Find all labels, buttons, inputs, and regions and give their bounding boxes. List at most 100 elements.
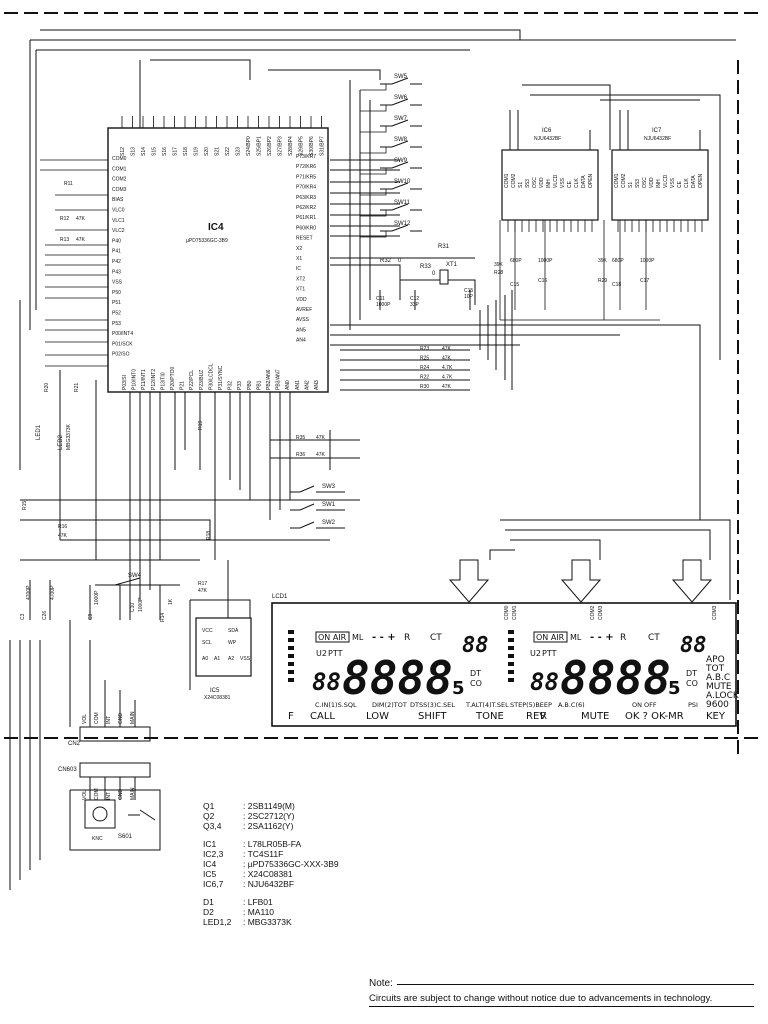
note-rule — [396, 984, 754, 985]
ic4-right-pin-label: P73/KR7 — [296, 154, 316, 160]
ic7-top-lead — [619, 110, 701, 150]
switch-lead — [360, 231, 387, 238]
switch-contact — [290, 503, 345, 511]
lcd1-panel: LCD1 ON AIR ML - - + R CT 88 U2 PTT 88 8… — [271, 594, 740, 727]
switch-label: SW2 — [322, 520, 336, 526]
ic4-top-pin-label: S22 — [225, 147, 231, 156]
ic5-pin-label: WP — [228, 640, 237, 646]
cn603-pin-label: GND — [118, 789, 124, 801]
resistor-ref: R24 — [420, 365, 429, 371]
ic4-bottom-pin-label: AN0 — [285, 380, 291, 390]
switch-label: SW3 — [322, 484, 336, 490]
ml-right: ML — [570, 633, 582, 642]
ic4-right-pin-label: RESET — [296, 236, 313, 242]
c16-val: 1000P — [538, 258, 553, 264]
ic6-pin-label: S1 — [518, 182, 524, 188]
c17-val: 1000P — [640, 258, 655, 264]
c3-ref: C3 — [20, 613, 26, 620]
r35-val: 47K — [316, 435, 326, 441]
switch-lead — [360, 168, 387, 175]
ic4-right-pin-label: AN5 — [296, 327, 306, 333]
ic7-pin-label: S53 — [635, 179, 641, 188]
lcd-pin-com1: COM1 — [512, 605, 518, 620]
lcd-bottom-label: LOW — [366, 711, 389, 722]
r17-val: 47K — [198, 588, 208, 594]
switch-contact — [380, 203, 422, 211]
ic6-pin-label: S53 — [525, 179, 531, 188]
ic7-body — [611, 149, 709, 221]
ic7-pin-label: CE — [677, 180, 683, 188]
r29-val: 39K — [598, 258, 608, 264]
part-value: : µPD75336GC-XXX-3B9 — [243, 859, 339, 869]
parts-gap — [203, 831, 373, 839]
part-ref: D1 — [203, 897, 214, 907]
c18-ref: C18 — [612, 282, 621, 288]
ic4-left-pin-label: P01/SCK — [112, 341, 133, 347]
ic4-top-pin-label: S14 — [141, 147, 147, 156]
ic4-right-pin-label: AN4 — [296, 338, 306, 344]
part-value: : MA110 — [243, 907, 275, 917]
switch-contact — [380, 161, 422, 169]
ic4-bottom-pin-label: P20/PTO0 — [170, 367, 176, 390]
c11-ref: C11 — [376, 296, 385, 302]
r35-ref: R35 — [296, 435, 305, 441]
ic4-bottom-pin-label: P10/INT0 — [132, 369, 138, 390]
small-88-left: 88 — [462, 633, 489, 658]
lcd-pin-com2: COM2 — [590, 605, 596, 620]
lcd-function-label: T.ALT(4)T.SEL — [465, 701, 509, 709]
ml-left: ML — [352, 633, 364, 642]
ic4-left-pin-label: VLC0 — [112, 208, 125, 214]
part-ref: LED1,2 — [203, 917, 232, 927]
lcd-ref: LCD1 — [272, 594, 288, 600]
r31-ref: R31 — [438, 244, 450, 250]
ic4-right-pin-label: X2 — [296, 246, 302, 252]
c26-val: 4700P — [50, 585, 56, 600]
part-ref: Q3,4 — [203, 821, 222, 831]
switch-lead — [360, 84, 387, 91]
r29-ref: R29 — [598, 278, 607, 284]
ic6-ic7-osc-parts: R28 39K C15 680P C16 1000P R29 39K C18 6… — [494, 220, 660, 321]
switch-contact — [380, 77, 422, 85]
c9-val: 1000P — [94, 590, 100, 605]
ic4-bottom-pin-label: P03/SI — [122, 375, 128, 390]
c11-val: 1000P — [376, 302, 391, 308]
ic6-pin-label: INH — [546, 179, 552, 188]
left-parts: R11 R12 47K R13 47K LED1 LED2 MBG3373K R… — [19, 159, 360, 560]
u2-left: U2 — [316, 649, 327, 658]
xtal-ref: XT1 — [446, 262, 458, 268]
ic4-left-pin-label: P41 — [112, 249, 121, 255]
lcd-pin-com3b: COM3 — [712, 605, 718, 620]
ic5-part: X24C08381 — [204, 695, 231, 701]
lcd-bottom-label: TONE — [475, 711, 504, 722]
note-block: Note: Circuits are subject to change wit… — [369, 978, 754, 1007]
ic4-right-pin-label: P63/KR3 — [296, 195, 316, 201]
freq-digits-left: 8888 — [342, 651, 453, 705]
part-ref: IC1 — [203, 839, 217, 849]
ic6-pin-label: COM2 — [511, 173, 517, 188]
led2-label: LED2 — [58, 434, 64, 450]
ic4-top-pin-label: S26/BP2 — [267, 136, 273, 156]
r12-ref: R12 — [60, 216, 69, 222]
ic4-bottom-pin-label: PB3/AN7 — [276, 369, 282, 390]
parts-row: IC4 : µPD75336GC-XXX-3B9 — [203, 859, 373, 869]
ic6-top-lead — [509, 110, 591, 150]
ic4-right-pin-label: P72/KR6 — [296, 164, 316, 170]
c15b-val: 680P — [510, 258, 522, 264]
ic6-part: NJU6432BF — [534, 136, 561, 142]
part-ref: IC4 — [203, 859, 217, 869]
ic5-pin-label: SDA — [228, 628, 239, 634]
cn603-label: CN603 — [58, 767, 77, 773]
ic4-left-pin-label: COM0 — [112, 156, 127, 162]
part-value: : X24C08381 — [243, 869, 293, 879]
r28-val: 39K — [494, 262, 504, 268]
ic6-ref: IC6 — [542, 128, 552, 134]
ic6-pin-label: COM1 — [504, 173, 510, 188]
c10-ref: C10 — [130, 603, 136, 612]
r16-ref: R16 — [58, 524, 67, 530]
parts-row: IC6,7: NJU6432BF — [203, 879, 373, 889]
r12-val: 47K — [76, 216, 86, 222]
parts-row: Q1: 2SB1149(M) — [203, 801, 373, 811]
